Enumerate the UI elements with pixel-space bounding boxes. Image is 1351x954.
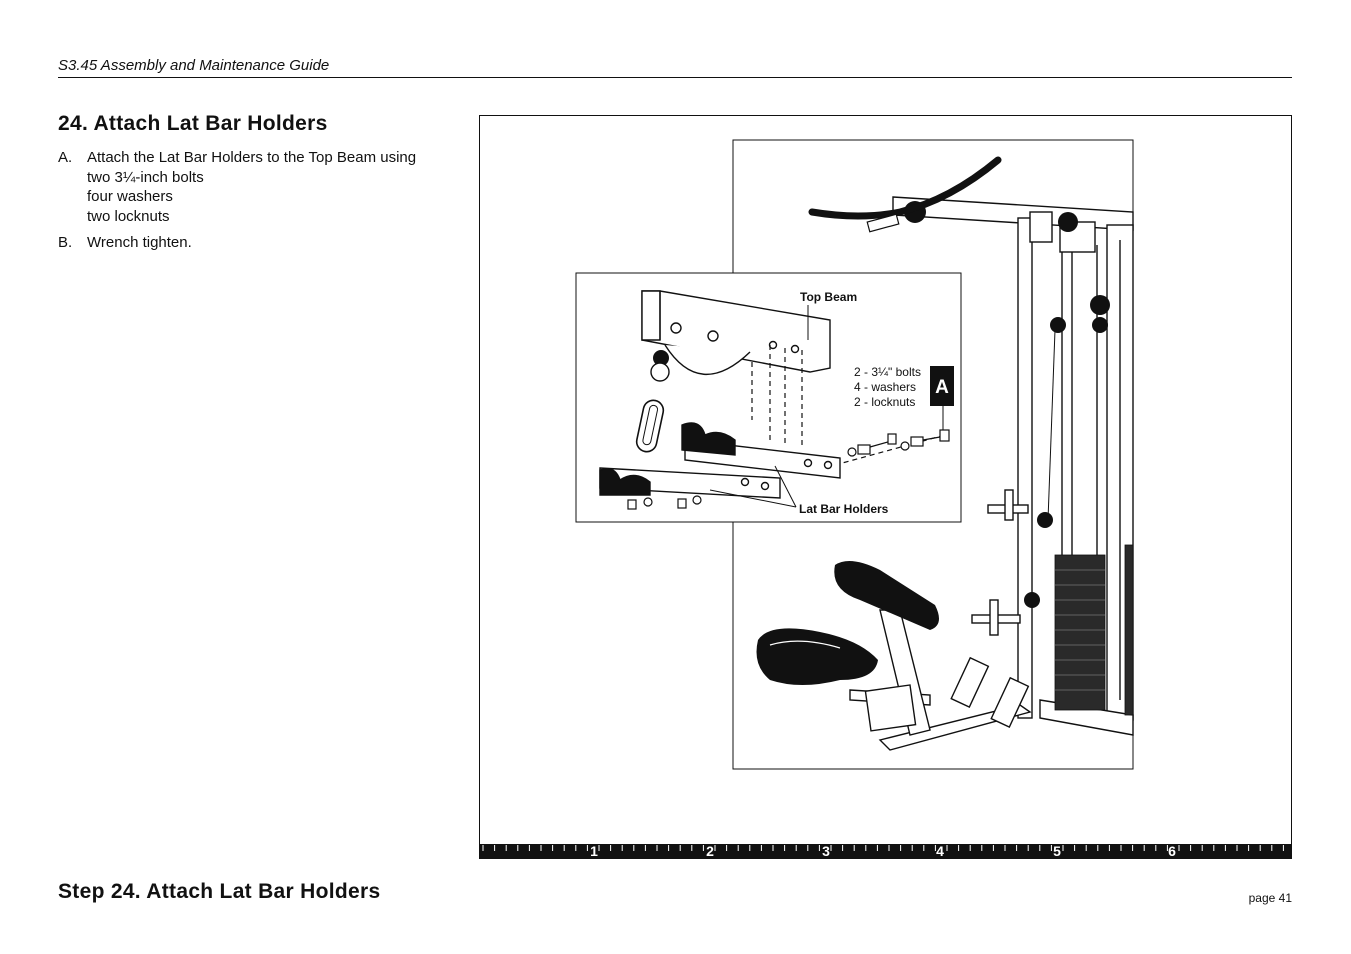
step-text: Wrench tighten. <box>87 233 192 253</box>
page-number: page 41 <box>1248 891 1292 905</box>
step-b: B. Wrench tighten. <box>58 233 458 253</box>
section-title: 24. Attach Lat Bar Holders <box>58 112 328 135</box>
step-line: four washers <box>87 188 173 205</box>
step-a: A. Attach the Lat Bar Holders to the Top… <box>58 148 458 226</box>
measurement-ruler <box>479 844 1292 859</box>
step-text: Attach the Lat Bar Holders to the Top Be… <box>87 148 416 226</box>
step-letter: B. <box>58 234 73 251</box>
step-list: A. Attach the Lat Bar Holders to the Top… <box>58 148 458 260</box>
step-line: two locknuts <box>87 207 170 225</box>
figure-frame <box>479 115 1292 859</box>
guide-title: S3.45 Assembly and Maintenance Guide <box>58 57 330 74</box>
step-letter: A. <box>58 149 73 166</box>
step-line: Wrench tighten. <box>87 234 192 251</box>
step-line: two 3¼-inch bolts <box>87 168 204 186</box>
step-line: Attach the Lat Bar Holders to the Top Be… <box>87 149 417 166</box>
footer-step-title: Step 24. Attach Lat Bar Holders <box>58 880 381 903</box>
header-rule <box>58 77 1292 78</box>
